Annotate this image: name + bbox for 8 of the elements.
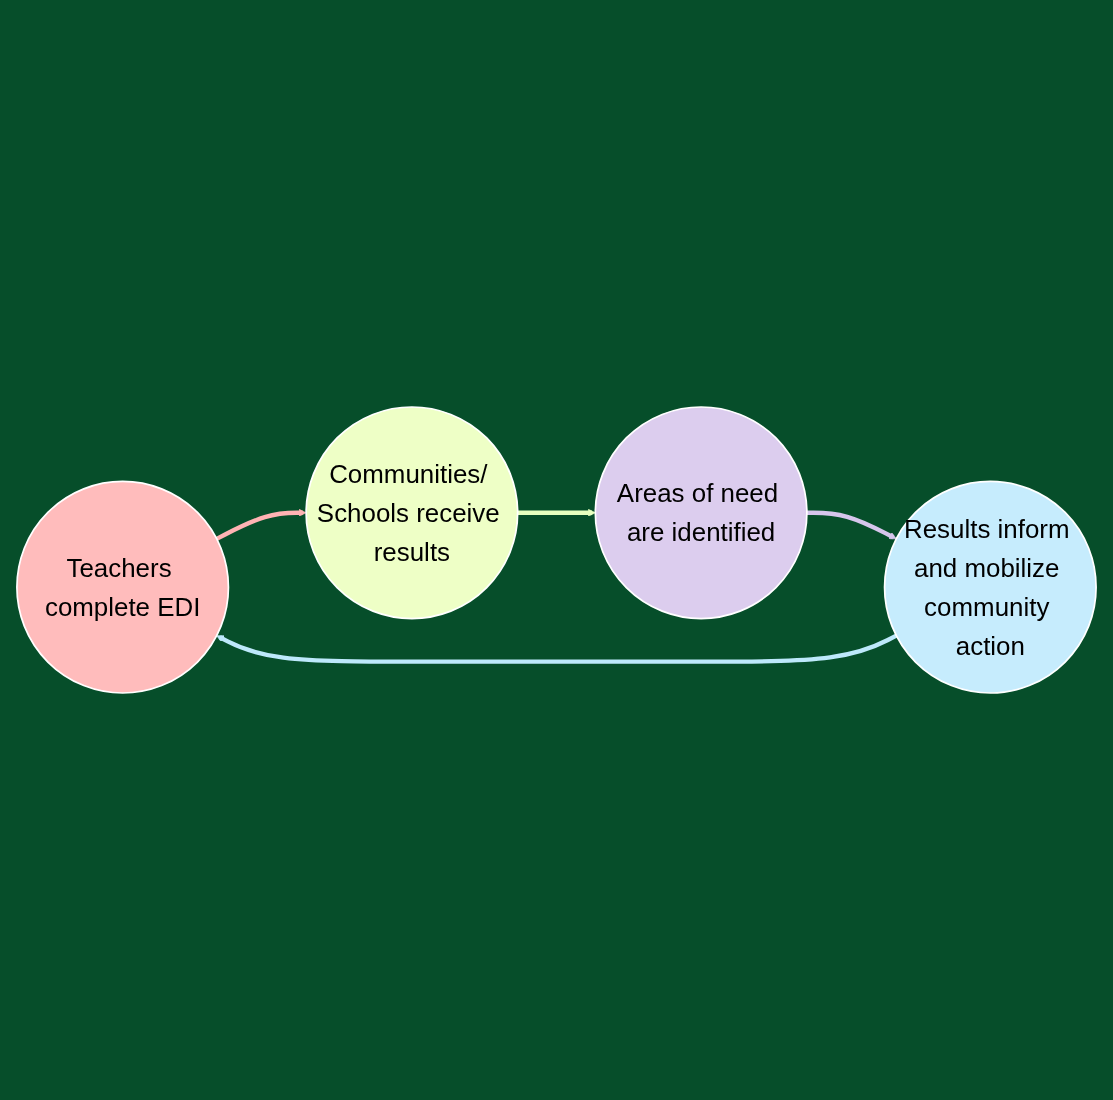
node-circle: Results inform and mobilize community action [883,480,1097,694]
node-circle: Areas of need are identified [594,406,808,620]
arrow [215,508,307,541]
arrow [806,510,897,540]
node-circle: Communities/ Schools receive results [305,406,519,620]
arrow [517,508,596,517]
arrow [216,633,898,664]
node-circle: Teachers complete EDI [16,480,230,694]
